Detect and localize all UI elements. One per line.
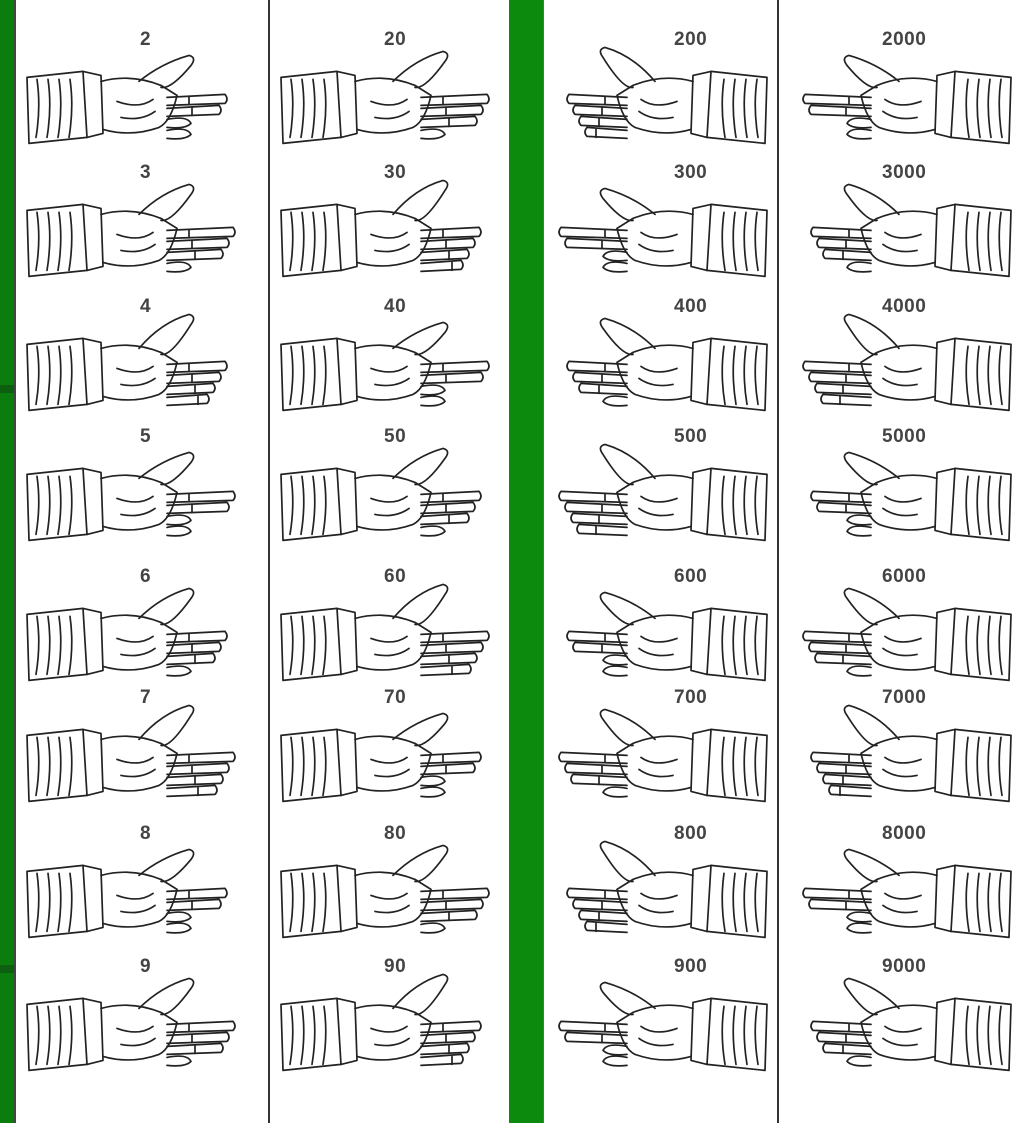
number-label: 60 (384, 567, 406, 586)
column-divider-right (777, 0, 779, 1123)
hand-icon (549, 706, 773, 814)
hand-icon (785, 842, 1017, 950)
number-label: 40 (384, 297, 406, 316)
hand-sign-9: 9 (18, 957, 266, 1085)
hand-icon (549, 585, 773, 693)
hand-icon (785, 48, 1017, 156)
hand-icon (275, 181, 503, 289)
number-label: 300 (674, 163, 707, 182)
hand-sign-500: 500 (546, 427, 776, 555)
hand-sign-4000: 4000 (782, 297, 1020, 425)
number-label: 600 (674, 567, 707, 586)
number-label: 90 (384, 957, 406, 976)
hand-icon (785, 585, 1017, 693)
number-label: 500 (674, 427, 707, 446)
hand-icon (549, 48, 773, 156)
number-label: 80 (384, 824, 406, 843)
hand-sign-50: 50 (272, 427, 506, 555)
hand-sign-4: 4 (18, 297, 266, 425)
number-label: 200 (674, 30, 707, 49)
hand-sign-600: 600 (546, 567, 776, 695)
hand-icon (275, 975, 503, 1083)
number-label: 30 (384, 163, 406, 182)
hand-sign-8000: 8000 (782, 824, 1020, 952)
hand-sign-90: 90 (272, 957, 506, 1085)
number-label: 9 (140, 957, 151, 976)
hand-sign-20: 20 (272, 30, 506, 158)
hand-sign-5000: 5000 (782, 427, 1020, 555)
hand-sign-300: 300 (546, 163, 776, 291)
number-label: 5 (140, 427, 151, 446)
number-label: 700 (674, 688, 707, 707)
hand-sign-70: 70 (272, 688, 506, 816)
hand-icon (549, 445, 773, 553)
hand-sign-6000: 6000 (782, 567, 1020, 695)
hand-sign-2000: 2000 (782, 30, 1020, 158)
hand-icon (785, 706, 1017, 814)
number-label: 6 (140, 567, 151, 586)
number-label: 3000 (882, 163, 926, 182)
hand-icon (549, 315, 773, 423)
hand-icon (549, 181, 773, 289)
hand-icon (21, 842, 263, 950)
number-label: 20 (384, 30, 406, 49)
hand-icon (21, 975, 263, 1083)
hand-sign-700: 700 (546, 688, 776, 816)
hand-icon (275, 48, 503, 156)
number-label: 8 (140, 824, 151, 843)
hand-icon (275, 706, 503, 814)
hand-sign-400: 400 (546, 297, 776, 425)
hand-sign-200: 200 (546, 30, 776, 158)
hand-icon (785, 315, 1017, 423)
number-label: 800 (674, 824, 707, 843)
hand-icon (21, 445, 263, 553)
number-label: 2000 (882, 30, 926, 49)
hand-sign-2: 2 (18, 30, 266, 158)
hand-sign-8: 8 (18, 824, 266, 952)
hand-icon (21, 585, 263, 693)
hand-icon (275, 585, 503, 693)
hand-sign-7000: 7000 (782, 688, 1020, 816)
number-label: 8000 (882, 824, 926, 843)
hand-sign-30: 30 (272, 163, 506, 291)
number-label: 70 (384, 688, 406, 707)
hand-sign-3: 3 (18, 163, 266, 291)
number-label: 2 (140, 30, 151, 49)
hand-sign-3000: 3000 (782, 163, 1020, 291)
number-label: 900 (674, 957, 707, 976)
number-label: 5000 (882, 427, 926, 446)
hand-icon (21, 315, 263, 423)
number-label: 9000 (882, 957, 926, 976)
number-label: 3 (140, 163, 151, 182)
hand-sign-80: 80 (272, 824, 506, 952)
hand-sign-40: 40 (272, 297, 506, 425)
hand-icon (785, 181, 1017, 289)
hand-icon (21, 181, 263, 289)
hand-icon (549, 975, 773, 1083)
hand-sign-6: 6 (18, 567, 266, 695)
hand-icon (785, 445, 1017, 553)
hand-sign-60: 60 (272, 567, 506, 695)
number-label: 50 (384, 427, 406, 446)
hand-icon (21, 48, 263, 156)
hand-sign-900: 900 (546, 957, 776, 1085)
hand-sign-5: 5 (18, 427, 266, 555)
hand-sign-7: 7 (18, 688, 266, 816)
number-label: 7000 (882, 688, 926, 707)
hand-icon (21, 706, 263, 814)
column-divider-left (268, 0, 270, 1123)
hand-icon (275, 315, 503, 423)
number-label: 7 (140, 688, 151, 707)
hand-icon (275, 445, 503, 553)
number-label: 6000 (882, 567, 926, 586)
number-label: 4 (140, 297, 151, 316)
hand-icon (275, 842, 503, 950)
hand-sign-9000: 9000 (782, 957, 1020, 1085)
number-label: 4000 (882, 297, 926, 316)
number-label: 400 (674, 297, 707, 316)
hand-sign-800: 800 (546, 824, 776, 952)
hand-icon (785, 975, 1017, 1083)
hand-icon (549, 842, 773, 950)
